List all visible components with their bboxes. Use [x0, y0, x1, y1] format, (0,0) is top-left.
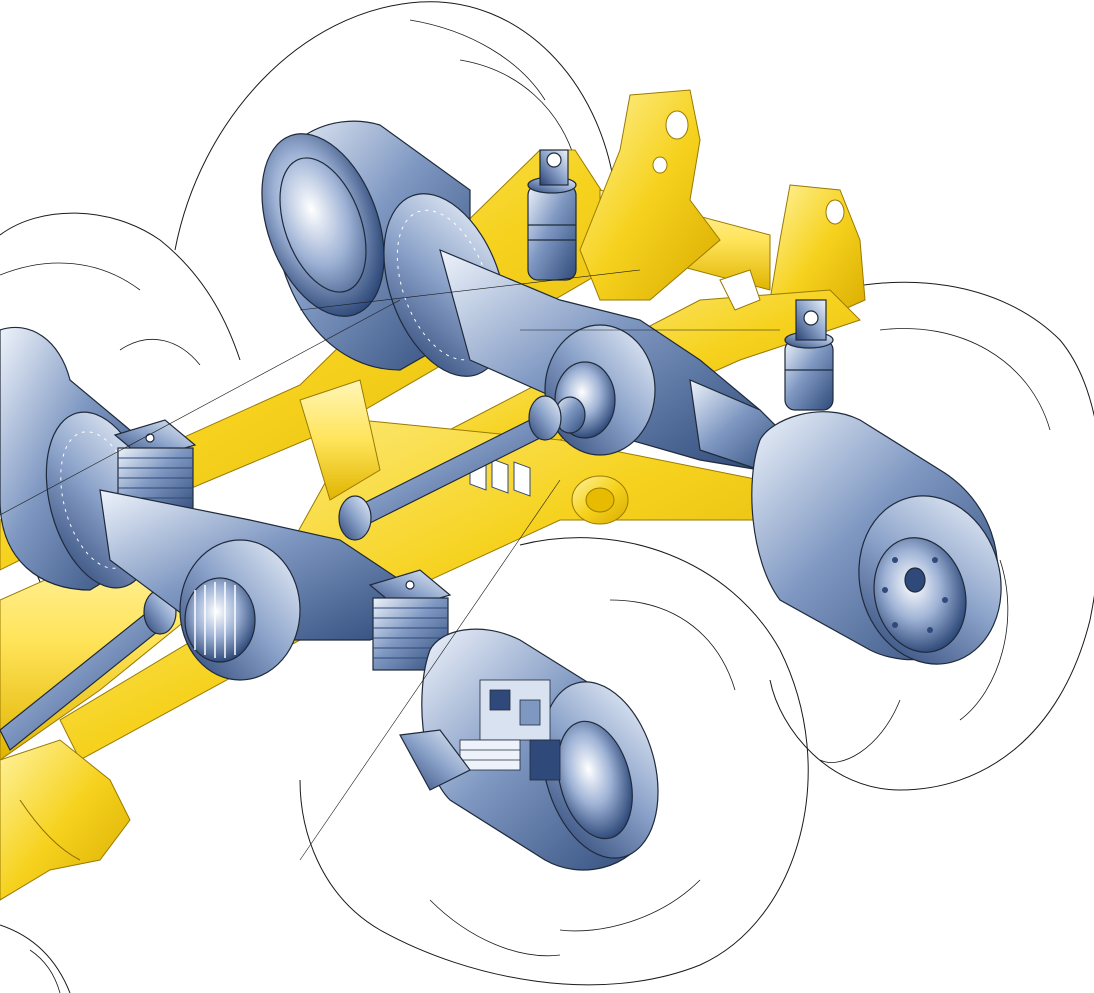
- frame-bracket-right: [579, 89, 721, 301]
- frame-left-foot: [0, 739, 131, 901]
- rear-differential: [544, 324, 656, 456]
- shaft-u-joint-front: [338, 495, 372, 541]
- front-right-wheel-hub-cutaway: [399, 628, 659, 871]
- tire-right-rear: [769, 281, 1094, 791]
- front-axle: [0, 326, 659, 871]
- tire-left-top: [0, 212, 241, 366]
- front-differential: [179, 539, 301, 681]
- shaft-u-joint-rear: [528, 395, 562, 441]
- propeller-shaft: [338, 395, 562, 541]
- guide-lines: [0, 269, 780, 861]
- left-suspension-cylinder: [527, 149, 577, 281]
- right-rubber-spring: [368, 569, 452, 671]
- right-suspension-cylinder: [784, 299, 834, 411]
- planetary-gear-detail: [459, 679, 561, 781]
- tire-front-right: [299, 537, 809, 986]
- tire-rear-top: [174, 1, 616, 251]
- frame-mid-brace: [299, 379, 381, 501]
- rear-right-wheel-hub: [751, 411, 1002, 665]
